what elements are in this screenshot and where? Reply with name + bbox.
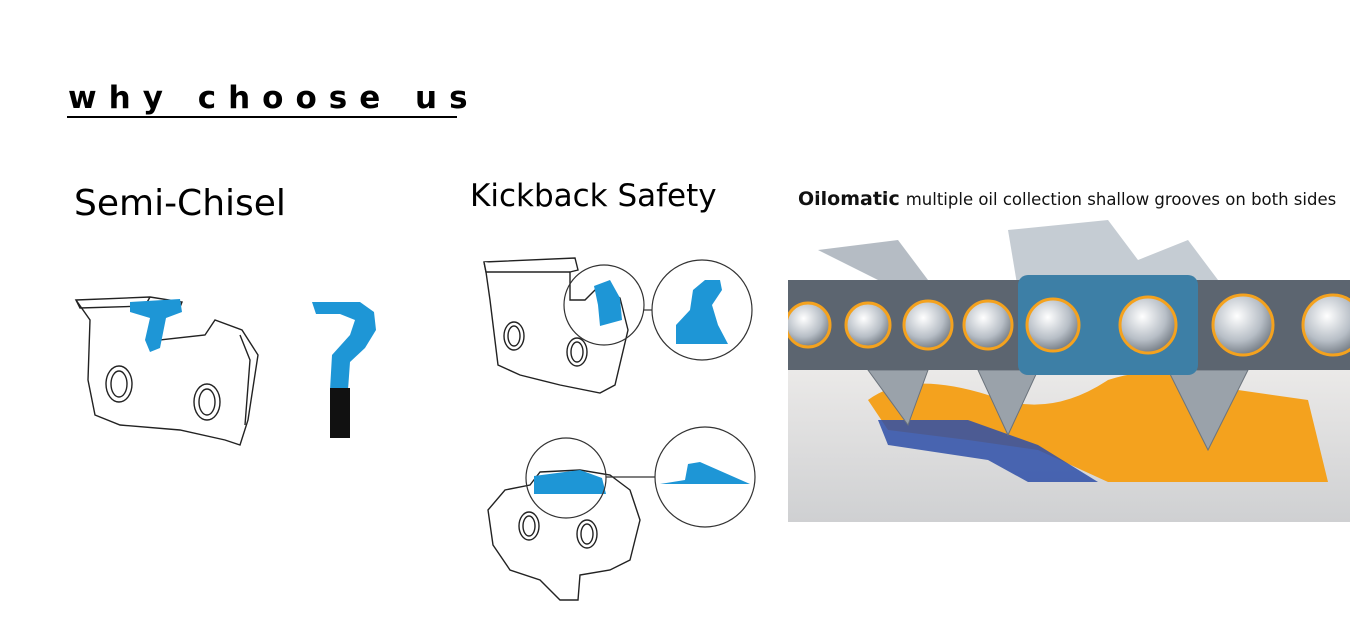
zoom-profile-top-icon [676,280,728,344]
kickback-cutter-top-icon [483,257,629,394]
section-heading: why choose us [68,80,480,116]
chisel-profile-icon [312,302,376,438]
zoom-profile-bottom-icon [660,462,750,484]
kickback-top-highlight-icon [594,280,622,326]
chain-illustration [788,220,1350,522]
cutter-tooth-front [1008,220,1218,290]
zoom-circle-top-icon [563,264,645,346]
rivet-row [788,293,1350,357]
kickback-illustration [483,257,756,601]
cutter-tooth-back [818,240,928,290]
semi-chisel-title: Semi-Chisel [74,183,286,224]
zoom-circle-bottom-icon [525,437,607,519]
oilomatic-panel: Oilomatic multiple oil collection shallow… [788,180,1350,522]
cutter-edge-highlight-icon [130,299,182,352]
kickback-bottom-highlight-icon [534,470,606,494]
oilomatic-description: multiple oil collection shallow grooves … [905,190,1337,209]
heading-underline [67,116,457,118]
kickback-safety-title: Kickback Safety [470,178,717,214]
oilomatic-brand: Oilomatic [798,188,900,210]
kickback-cutter-bottom-icon [487,469,641,601]
oil-groove-shadow [878,420,1098,482]
oilomatic-caption: Oilomatic multiple oil collection shallow… [798,188,1336,210]
semi-chisel-illustration [74,296,376,446]
